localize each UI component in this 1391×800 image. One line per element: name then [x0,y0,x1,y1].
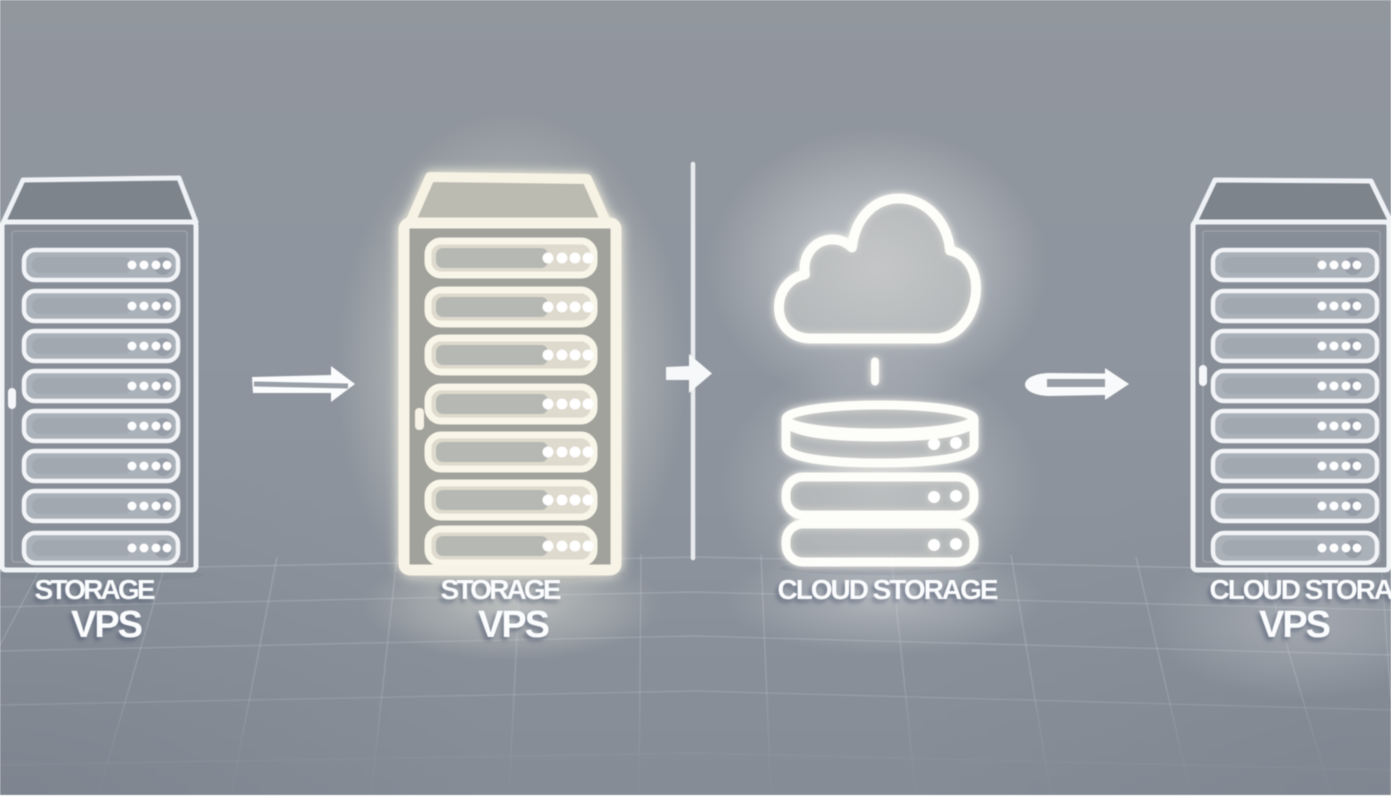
svg-text:CLOUD STORAGE: CLOUD STORAGE [778,574,999,605]
svg-text:CLOUD STORAGE: CLOUD STORAGE [1210,574,1391,605]
svg-text:STORAGE: STORAGE [35,574,156,605]
svg-text:VPS: VPS [1259,604,1331,646]
svg-text:STORAGE: STORAGE [441,574,562,605]
svg-text:VPS: VPS [478,604,550,646]
svg-text:VPS: VPS [71,604,143,646]
